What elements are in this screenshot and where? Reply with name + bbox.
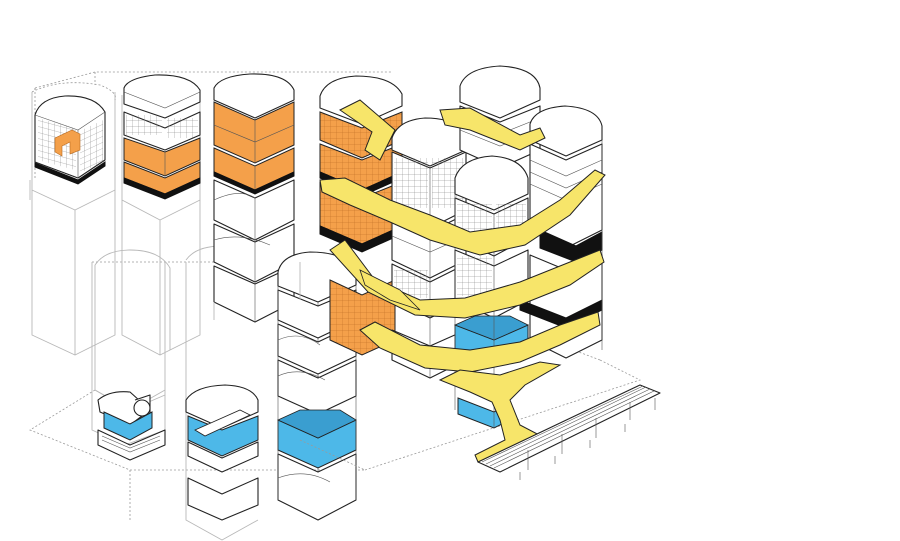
tower-small-blue: [91, 262, 166, 461]
pier-bridge: [477, 384, 661, 480]
ghost-outlines: [34, 72, 366, 471]
tower-4: [277, 251, 357, 521]
tower-1: [29, 82, 116, 356]
tower-3: [185, 73, 295, 541]
tower-2: [94, 74, 201, 411]
